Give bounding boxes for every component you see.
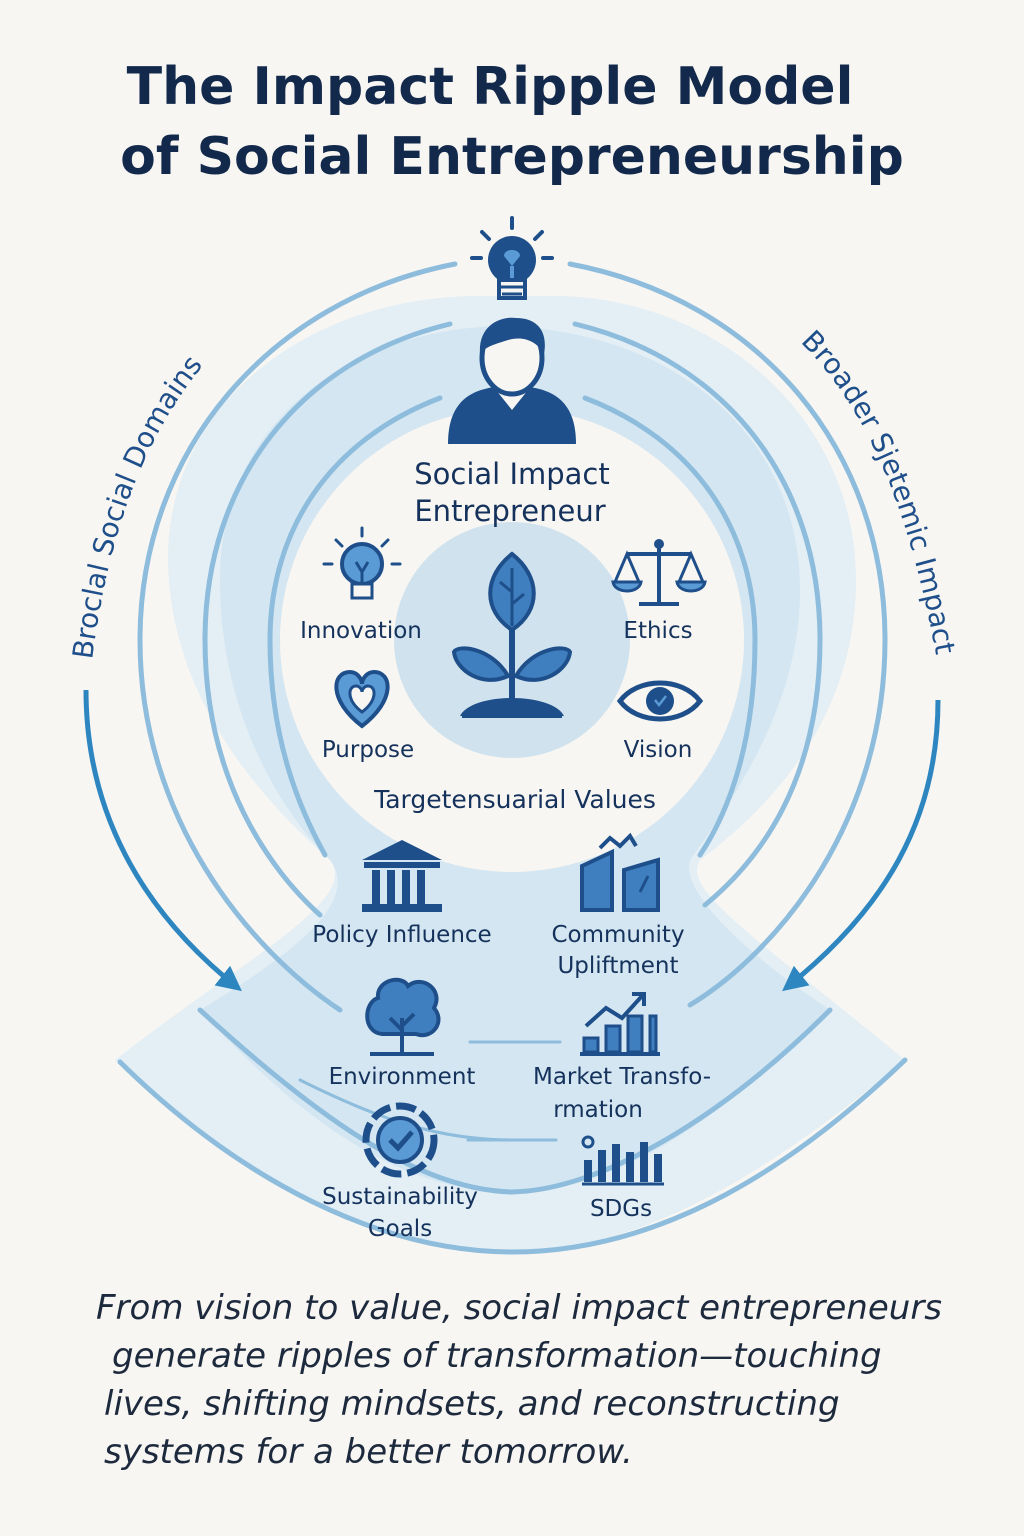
- sprout-icon: [451, 551, 573, 718]
- caption-line-3: lives, shifting mindsets, and reconstruc…: [104, 1384, 840, 1424]
- idea-lightbulb-icon: [470, 216, 554, 300]
- title-line-1: The Impact Ripple Model: [127, 57, 854, 117]
- ripple-line-bottom-middle: [197, 1007, 833, 1195]
- values-label: Targetensuarial Values: [373, 785, 656, 814]
- ripple-line-right-inner: [582, 395, 758, 858]
- core-value-ethics: Ethics: [623, 618, 692, 644]
- bar-chart-icon: [581, 1135, 664, 1186]
- purpose-heart-icon: [334, 669, 390, 729]
- core-value-purpose: Purpose: [322, 737, 414, 763]
- domain-community-line-1: Community: [551, 922, 684, 948]
- ripple-line-right-middle: [572, 321, 823, 908]
- core-value-vision: Vision: [624, 737, 693, 763]
- tree-icon: [365, 977, 441, 1056]
- caption-line-2: generate ripples of transformation—touch…: [112, 1336, 882, 1376]
- community-icon: [580, 832, 660, 912]
- core-value-innovation: Innovation: [300, 618, 422, 644]
- ripple-lines: [117, 261, 908, 1255]
- ethics-scales-icon: [611, 539, 707, 606]
- caption: From vision to value, social impact entr…: [96, 1284, 976, 1476]
- domain-sustainability-line-1: Sustainability: [322, 1184, 478, 1210]
- entrepreneur-label-line-1: Social Impact: [414, 457, 610, 491]
- domain-sustainability-line-2: Goals: [368, 1216, 432, 1242]
- ripple-line-left-middle: [202, 321, 453, 918]
- domain-policy-influence: Policy Influence: [312, 922, 491, 948]
- caption-line-4: systems for a better tomorrow.: [104, 1432, 633, 1472]
- ripple-line-bottom-outer: [117, 1057, 908, 1255]
- domain-sdgs: SDGs: [590, 1196, 652, 1222]
- entrepreneur-person-icon: [448, 317, 576, 444]
- government-building-icon: [362, 840, 442, 912]
- title-line-2: of Social Entrepreneurship: [120, 127, 904, 187]
- domain-market-line-1: Market Transfo-: [533, 1064, 711, 1090]
- caption-line-1: From vision to value, social impact entr…: [96, 1288, 943, 1328]
- right-flow-arrow: [782, 699, 941, 992]
- vision-eye-icon: [616, 680, 704, 722]
- innovation-lightbulb-icon: [322, 526, 402, 600]
- ripple-line-left-outer: [137, 261, 458, 1013]
- check-gear-icon: [362, 1102, 438, 1178]
- entrepreneur-label-line-2: Entrepreneur: [414, 494, 605, 528]
- domain-market-line-2: rmation: [553, 1097, 643, 1123]
- ripple-line-left-inner: [267, 395, 443, 858]
- ripple-line-right-outer: [567, 261, 888, 1008]
- domain-community-line-2: Upliftment: [557, 953, 678, 979]
- growth-chart-icon: [580, 992, 660, 1056]
- domain-environment: Environment: [329, 1064, 476, 1090]
- left-flow-arrow: [83, 689, 242, 992]
